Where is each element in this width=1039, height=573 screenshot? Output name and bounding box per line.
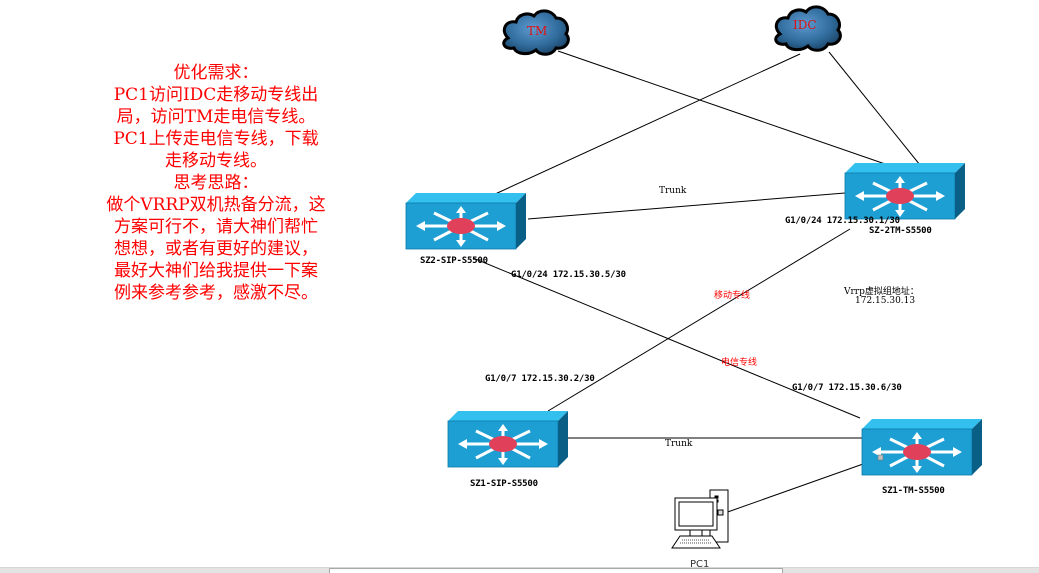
link-mobile-line	[547, 228, 851, 412]
note-line: 走移动专线。	[165, 151, 267, 171]
cloud-icon	[774, 5, 842, 52]
interface-label-sz1-tm: G1/0/7 172.15.30.6/30	[792, 383, 902, 393]
port-icon	[877, 454, 884, 461]
device-label-sz1-sip: SZ1-SIP-S5500	[470, 479, 538, 489]
interface-label-sz2-sip: G1/0/24 172.15.30.5/30	[511, 270, 626, 280]
cloud-label-tm: TM	[527, 24, 548, 38]
interface-label-sz-2tm: G1/0/24 172.15.30.1/30	[785, 216, 900, 226]
switch-icon	[843, 161, 967, 221]
scrollbar-thumb[interactable]	[329, 568, 783, 573]
switch-icon	[446, 409, 570, 469]
link-label-telecom-line: 电信专线	[721, 358, 758, 368]
link-pc1-to-sz1-tm	[721, 457, 881, 515]
requirements-note: 优化需求： PC1访问IDC走移动专线出 局，访问TM走电信专线。 PC1上传走…	[96, 62, 336, 304]
link-tm-to-sz-2tm	[557, 50, 889, 166]
interface-label-sz1-sip: G1/0/7 172.15.30.2/30	[485, 374, 595, 384]
link-telecom-line	[472, 257, 861, 419]
links	[472, 50, 921, 515]
link-label-trunk-top: Trunk	[659, 186, 687, 196]
pc-icon	[671, 489, 729, 549]
note-line: 局，访问TM走电信专线。	[116, 107, 316, 127]
note-line: 想想，或者有更好的建议，	[114, 239, 318, 259]
vrrp-address: 172.15.30.13	[855, 296, 916, 306]
note-line: 最好大神们给我提供一下案	[114, 261, 318, 281]
link-idc-to-sz2-sip	[492, 53, 801, 196]
switch-icon	[860, 417, 984, 477]
note-line: 做个VRRP双机热备分流，这	[106, 195, 326, 215]
device-label-sz-2tm: SZ-2TM-S5500	[869, 226, 932, 236]
link-trunk-top	[527, 192, 846, 220]
device-label-sz1-tm: SZ1-TM-S5500	[882, 486, 945, 496]
note-line: 优化需求：	[173, 63, 259, 83]
vrrp-label: Vrrp虚拟组地址：	[844, 287, 919, 297]
cloud-label-idc: IDC	[793, 18, 817, 32]
link-label-trunk-bottom: Trunk	[665, 439, 693, 449]
note-line: 方案可行不，请大神们帮忙	[114, 217, 318, 237]
note-line: 思考思路：	[173, 173, 259, 193]
cloud-icon	[502, 9, 570, 56]
device-label-pc1: PC1	[690, 559, 710, 570]
link-label-mobile-line: 移动专线	[714, 291, 751, 301]
note-line: PC1访问IDC走移动专线出	[113, 85, 319, 105]
note-line: PC1上传走电信专线，下载	[113, 129, 319, 149]
switch-icon	[404, 191, 528, 251]
link-idc-to-sz-2tm	[828, 51, 921, 166]
device-label-sz2-sip: SZ2-SIP-S5500	[420, 256, 488, 266]
note-line: 例来参考参考，感激不尽。	[114, 283, 318, 303]
